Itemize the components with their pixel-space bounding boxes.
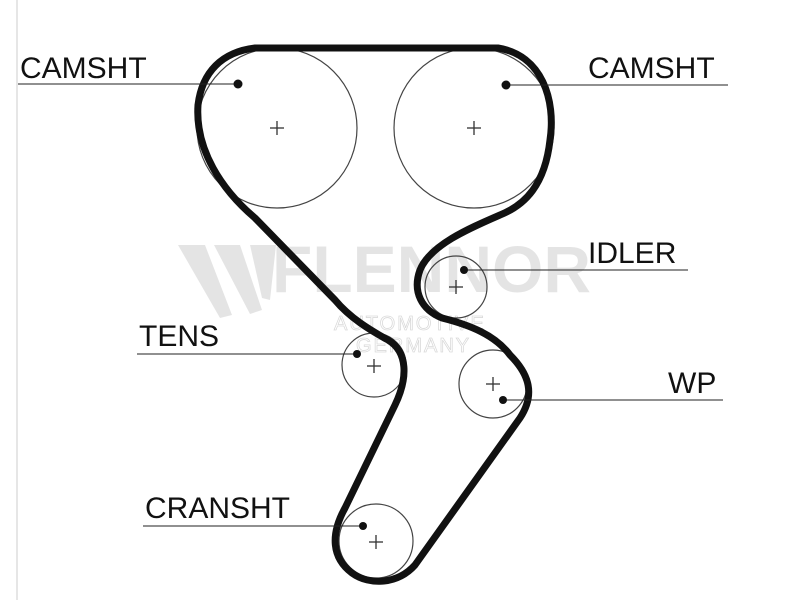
idler-center-mark (449, 280, 463, 294)
water-pump-marker-dot (499, 396, 507, 404)
tensioner-center-mark (367, 359, 381, 373)
camshaft-left-label: CAMSHT (20, 52, 147, 85)
idler-pulley (424, 255, 488, 319)
idler-marker-dot (460, 266, 468, 274)
water-pump-label: WP (668, 367, 716, 400)
timing-belt (194, 44, 555, 585)
watermark-line2: GERMANY (356, 335, 471, 357)
crankshaft-marker-dot (359, 522, 367, 530)
camshaft-right-center-mark (467, 121, 481, 135)
crankshaft-label: CRANSHT (145, 492, 290, 525)
camshaft-left-marker-dot (233, 79, 243, 89)
tensioner-marker-dot (353, 350, 361, 358)
crankshaft-center-mark (369, 535, 383, 549)
camshaft-left-center-mark (270, 121, 284, 135)
camshaft-right-label: CAMSHT (588, 52, 715, 85)
camshaft-right-marker-dot (501, 80, 511, 90)
tensioner-label: TENS (139, 320, 219, 353)
water-pump-center-mark (486, 377, 500, 391)
watermark-logo (178, 245, 276, 318)
idler-label: IDLER (588, 237, 676, 270)
